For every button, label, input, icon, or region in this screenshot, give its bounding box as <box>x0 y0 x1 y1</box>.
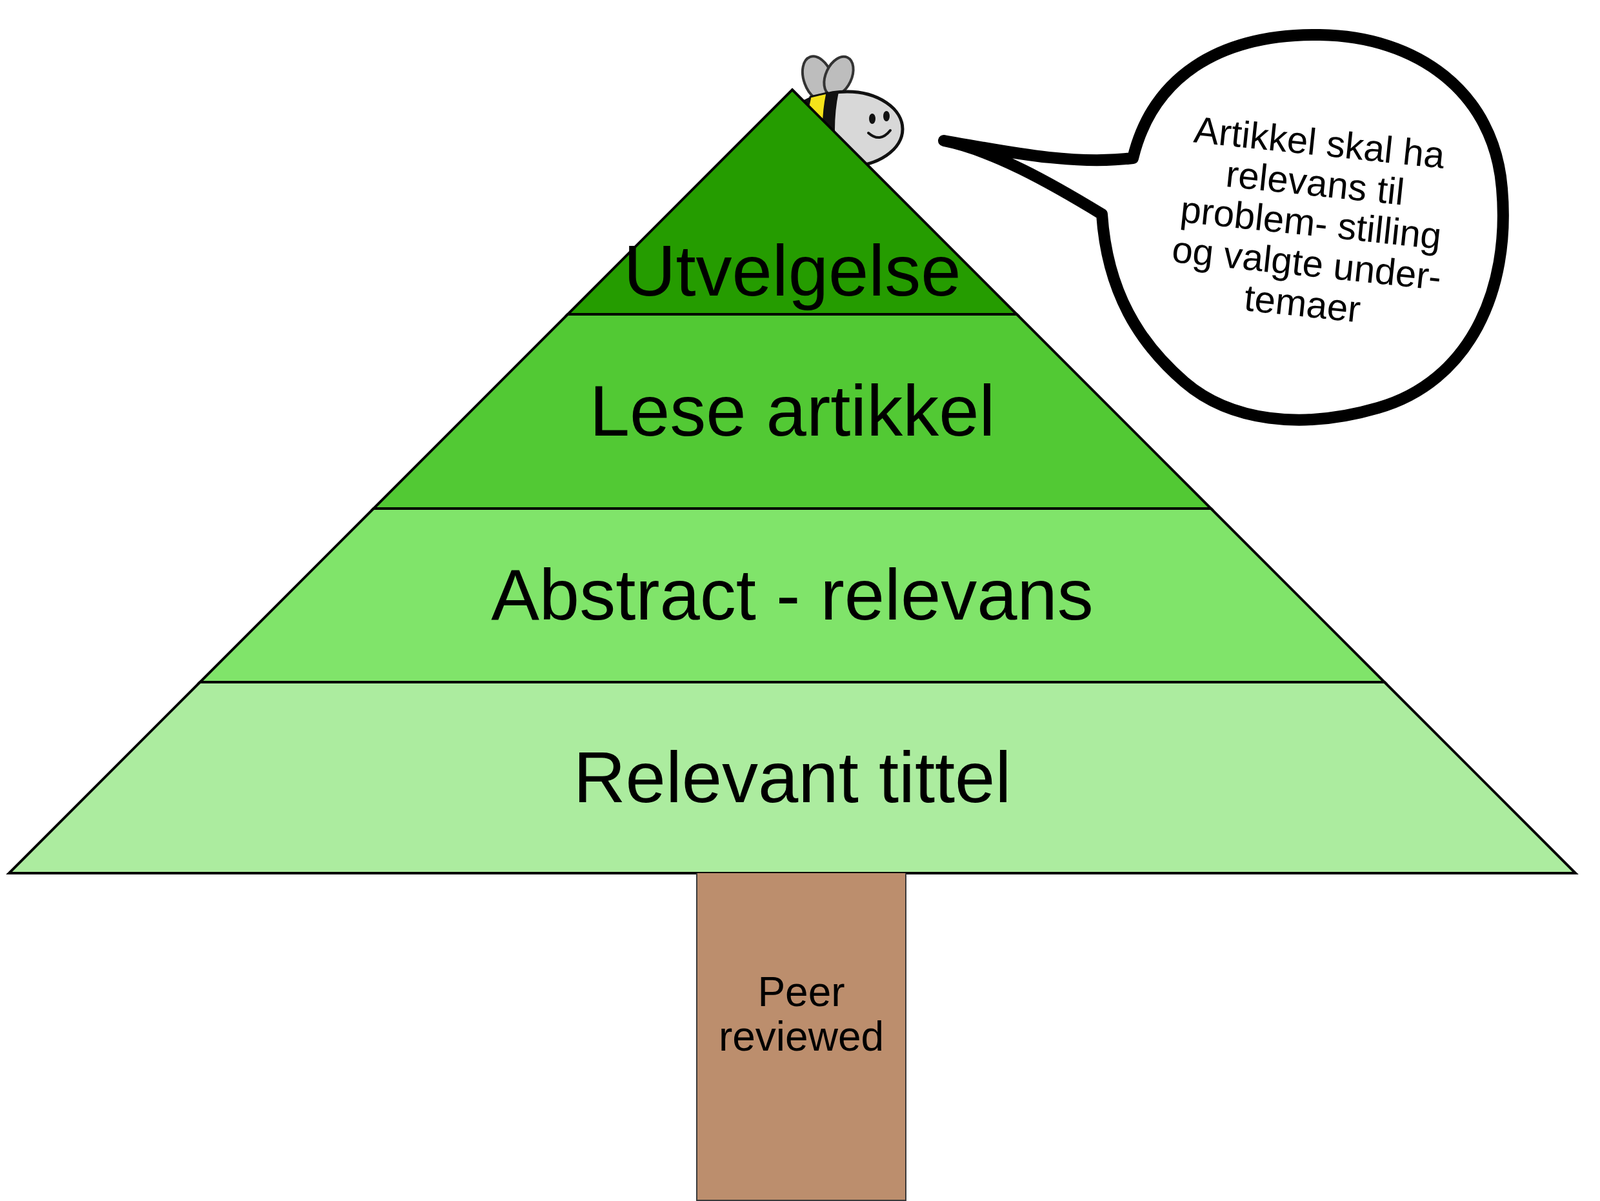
band-outline <box>373 314 1211 509</box>
trunk-label: Peer reviewed <box>704 969 899 1059</box>
trunk: Peer reviewed <box>696 872 907 1201</box>
bubble-outline <box>943 34 1504 420</box>
band-outline <box>200 508 1385 682</box>
band-label: Lese artikkel <box>589 372 996 451</box>
band-label: Relevant tittel <box>573 738 1012 817</box>
band-outline <box>567 89 1017 315</box>
top-band: Utvelgelse <box>567 89 1017 315</box>
speech-bubble: Artikkel skal ha relevans til problem- s… <box>1107 20 1520 434</box>
band-label: Abstract - relevans <box>490 556 1094 635</box>
title-band: Relevant tittel <box>9 681 1576 873</box>
read-band: Lese artikkel <box>373 314 1211 509</box>
abstract-band: Abstract - relevans <box>200 508 1385 682</box>
band-outline <box>9 681 1576 873</box>
bubble-text: Artikkel skal ha relevans til problem- s… <box>1159 107 1463 339</box>
band-label: Utvelgelse <box>623 232 962 311</box>
